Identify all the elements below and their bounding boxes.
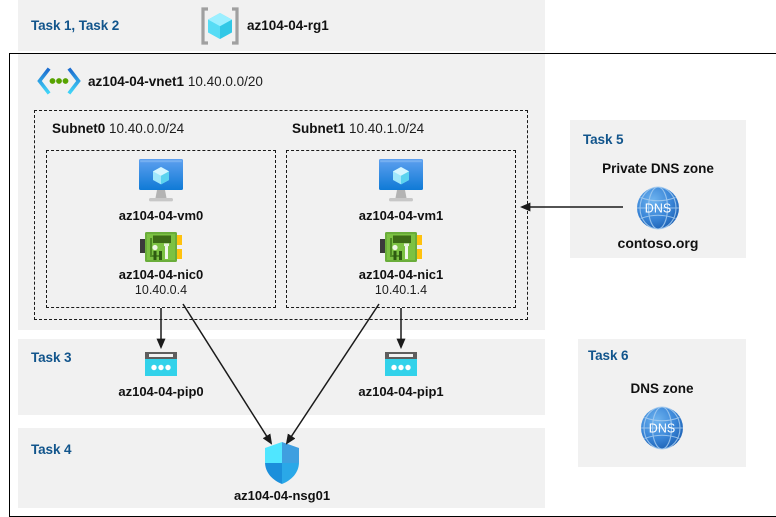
task-label-4: Task 4 xyxy=(31,442,72,457)
private-dns-node: DNS contoso.org xyxy=(598,184,718,253)
subnet0-prefix: 10.40.0.0/24 xyxy=(109,121,185,136)
virtual-network-icon xyxy=(36,66,82,96)
nic0-node: az104-04-nic0 10.40.0.4 xyxy=(101,229,221,298)
dns-icon-text: DNS xyxy=(645,202,671,216)
nic1-node: az104-04-nic1 10.40.1.4 xyxy=(341,229,461,298)
nic0-name: az104-04-nic0 xyxy=(118,267,204,282)
private-dns-heading: Private DNS zone xyxy=(602,161,714,176)
vm0-name: az104-04-vm0 xyxy=(118,208,204,223)
subnet1-name: Subnet1 xyxy=(292,121,346,136)
subnet1-title: Subnet1 10.40.1.0/24 xyxy=(292,121,424,136)
pip0-node: az104-04-pip0 xyxy=(101,350,221,400)
public-ip-address-icon xyxy=(341,350,461,382)
subnet1-prefix: 10.40.1.0/24 xyxy=(349,121,425,136)
nic1-private-ip: 10.40.1.4 xyxy=(374,283,428,298)
public-ip-band xyxy=(18,339,545,415)
subnet0-title: Subnet0 10.40.0.0/24 xyxy=(52,121,184,136)
public-dns-heading: DNS zone xyxy=(630,381,694,396)
resource-group-name: az104-04-rg1 xyxy=(247,18,329,33)
pip1-node: az104-04-pip1 xyxy=(341,350,461,400)
dns-zone-icon: DNS xyxy=(598,184,718,232)
task-label-6: Task 6 xyxy=(588,348,629,363)
network-interface-icon xyxy=(101,229,221,265)
private-dns-zone-name: contoso.org xyxy=(617,235,699,251)
task-label-3: Task 3 xyxy=(31,350,72,365)
subnet0-box xyxy=(46,150,276,308)
nsg-node: az104-04-nsg01 xyxy=(222,440,342,504)
vnet-address-space: 10.40.0.0/20 xyxy=(187,74,263,89)
resource-group-band xyxy=(18,0,545,51)
vm1-name: az104-04-vm1 xyxy=(358,208,444,223)
virtual-machine-icon xyxy=(341,156,461,206)
subnet1-box xyxy=(286,150,516,308)
dns-icon-text: DNS xyxy=(649,422,675,436)
vnet-panel xyxy=(18,54,545,330)
public-dns-node: DNS xyxy=(602,404,722,452)
virtual-machine-icon xyxy=(101,156,221,206)
subnet0-name: Subnet0 xyxy=(52,121,106,136)
vm0-node: az104-04-vm0 xyxy=(101,156,221,224)
network-interface-icon xyxy=(341,229,461,265)
vnet-node xyxy=(36,66,82,96)
pip0-name: az104-04-pip0 xyxy=(118,384,204,399)
subnets-container xyxy=(34,110,528,320)
nsg-name: az104-04-nsg01 xyxy=(233,488,331,503)
vnet-name: az104-04-vnet1 xyxy=(88,74,185,89)
nic0-private-ip: 10.40.0.4 xyxy=(134,283,188,298)
pip1-name: az104-04-pip1 xyxy=(358,384,444,399)
public-ip-address-icon xyxy=(101,350,221,382)
task-label-1-2: Task 1, Task 2 xyxy=(31,18,120,33)
vm1-node: az104-04-vm1 xyxy=(341,156,461,224)
network-security-group-icon xyxy=(222,440,342,486)
dns-zone-icon: DNS xyxy=(602,404,722,452)
task-label-5: Task 5 xyxy=(583,132,624,147)
vnet-title: az104-04-vnet1 10.40.0.0/20 xyxy=(88,74,263,89)
nic1-name: az104-04-nic1 xyxy=(358,267,444,282)
resource-group-node xyxy=(199,6,241,46)
resource-group-icon xyxy=(199,6,241,46)
